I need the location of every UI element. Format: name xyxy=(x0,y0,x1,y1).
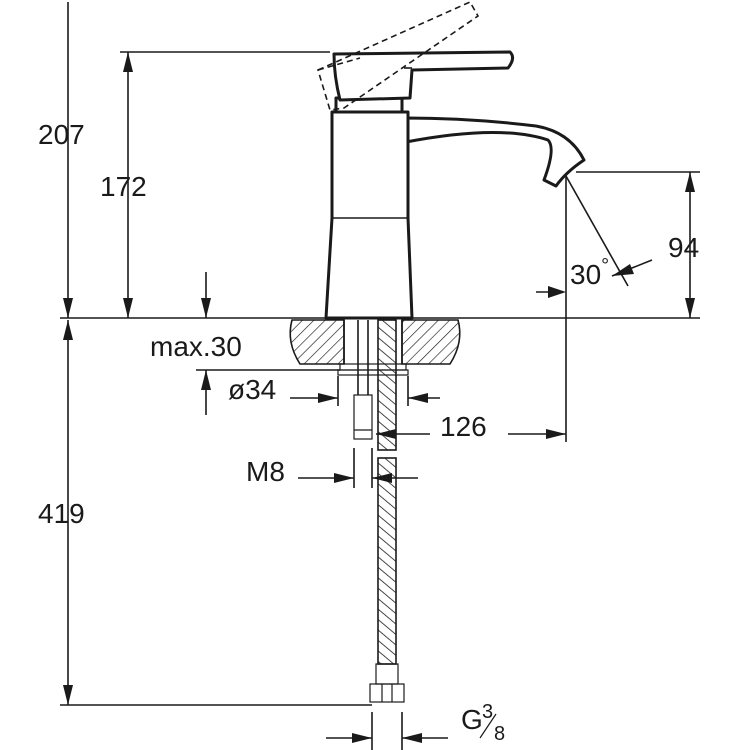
dimension-hole-diameter xyxy=(290,376,440,406)
svg-text:3: 3 xyxy=(482,701,493,723)
faucet-handle-raised-outline xyxy=(317,0,480,111)
dimension-hose-length xyxy=(60,320,372,706)
label-spout-angle: 30° xyxy=(570,255,609,290)
fixing-nut xyxy=(337,363,409,376)
label-hole-diameter: ø34 xyxy=(228,374,276,405)
threaded-rod xyxy=(353,320,373,440)
dimension-spout-height xyxy=(120,51,330,318)
label-spout-outlet-height: 94 xyxy=(668,232,699,263)
label-spout-reach: 126 xyxy=(440,411,487,442)
label-max-deck: max.30 xyxy=(150,331,242,362)
faucet xyxy=(317,0,586,320)
dimension-connection xyxy=(326,712,448,750)
label-total-height: 207 xyxy=(38,119,85,150)
label-thread: M8 xyxy=(246,456,285,487)
countertop-section xyxy=(289,319,461,365)
dimension-thread xyxy=(298,448,418,488)
dimension-max-deck xyxy=(196,272,340,415)
faucet-handle xyxy=(332,50,515,102)
svg-text:G: G xyxy=(461,704,483,735)
faucet-spout xyxy=(404,116,586,188)
dimension-spout-reach xyxy=(376,176,567,442)
dimension-spout-angle xyxy=(536,175,653,298)
dimension-total-height xyxy=(60,2,330,319)
label-connection-thread: G 3 8 xyxy=(461,701,505,745)
dimension-spout-outlet-height xyxy=(576,171,700,318)
svg-text:8: 8 xyxy=(494,723,505,745)
braided-hose xyxy=(369,319,405,703)
label-hose-length: 419 xyxy=(38,498,85,529)
faucet-body xyxy=(324,110,414,320)
label-spout-height: 172 xyxy=(100,171,147,202)
